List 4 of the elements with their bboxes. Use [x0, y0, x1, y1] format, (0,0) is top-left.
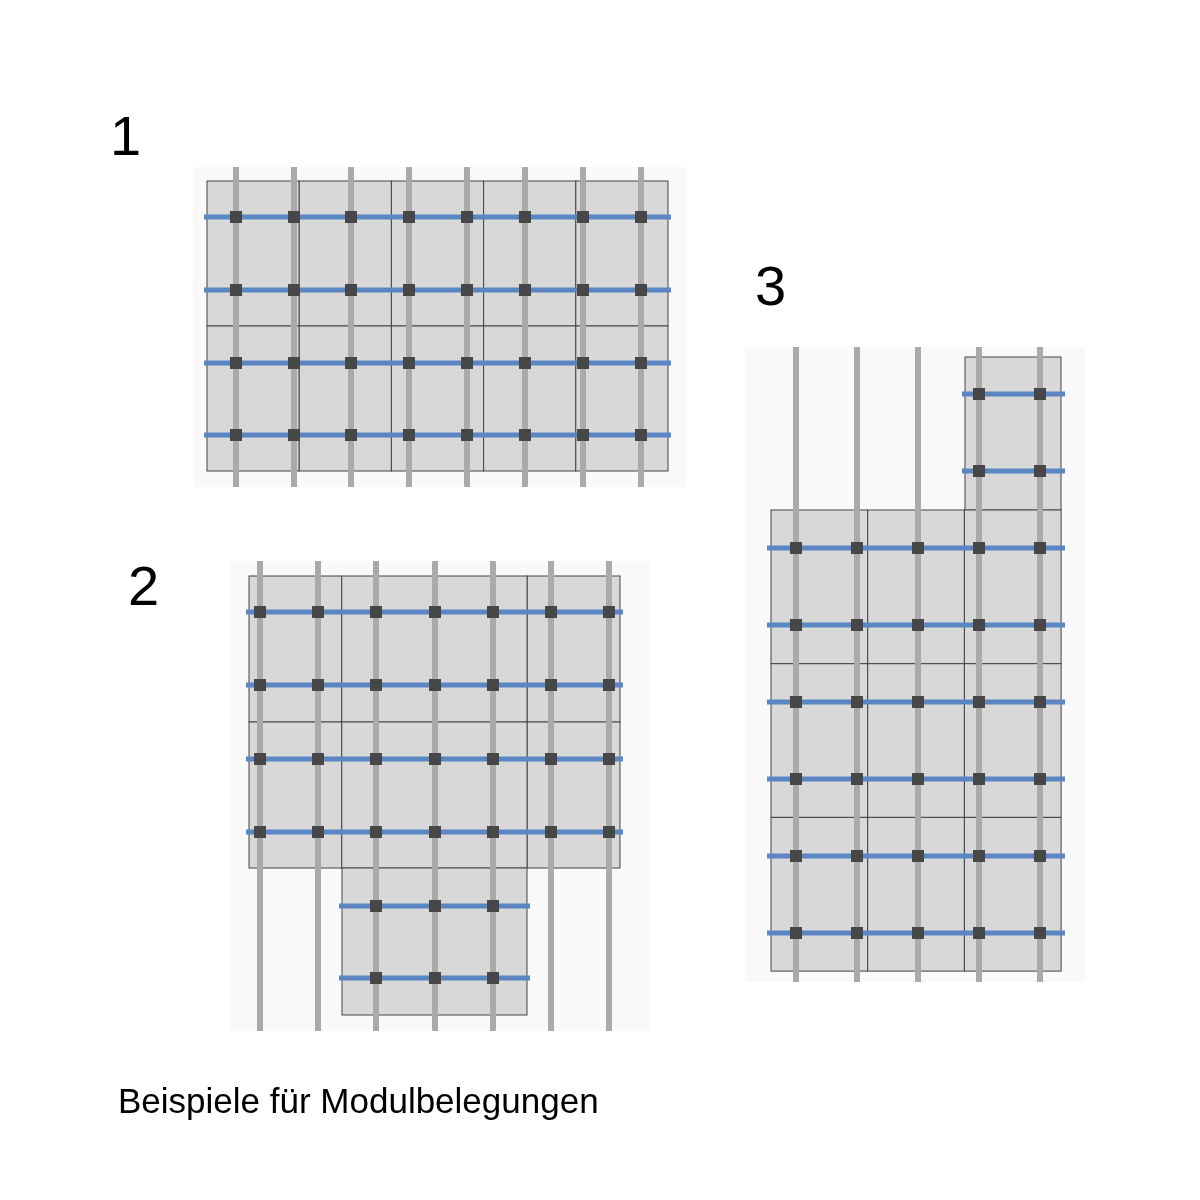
layout-number: 1: [110, 108, 142, 164]
caption: Beispiele für Modulbelegungen: [118, 1083, 599, 1118]
layout-number: 3: [755, 258, 787, 314]
layout-number: 2: [128, 558, 160, 614]
